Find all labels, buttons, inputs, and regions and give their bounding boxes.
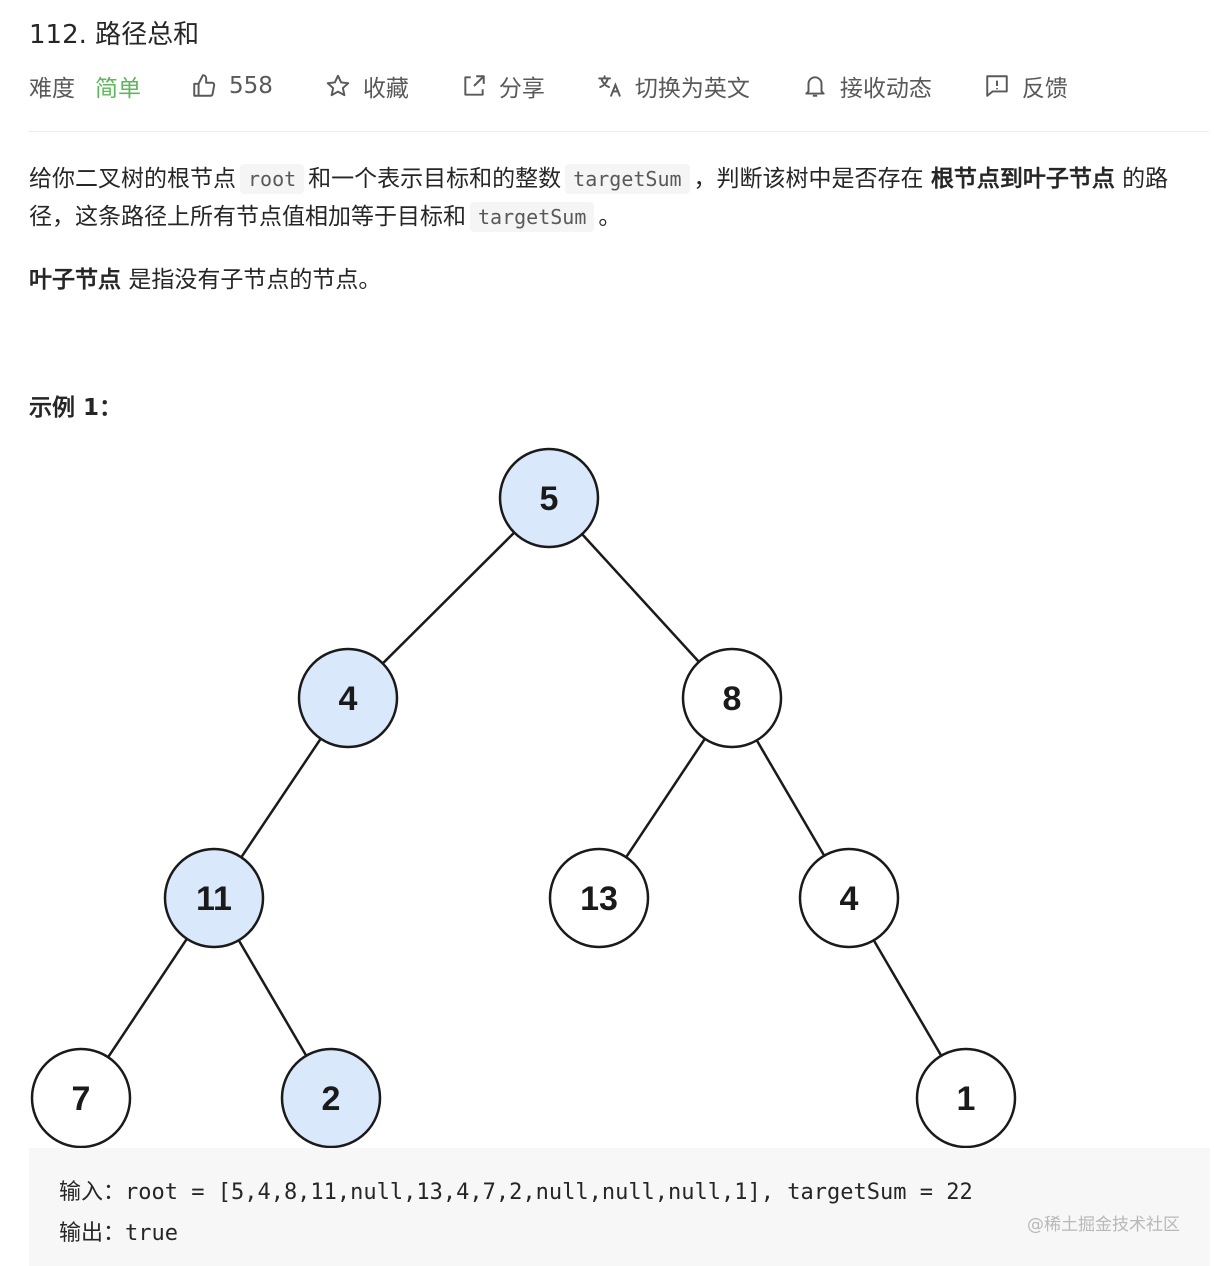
like-button[interactable]: 558	[191, 73, 273, 99]
description-text: 和一个表示目标和的整数	[308, 166, 562, 192]
share-button[interactable]: 分享	[461, 69, 545, 103]
example-code-block: 输入：root = [5,4,8,11,null,13,4,7,2,null,n…	[29, 1148, 1210, 1266]
tree-node: 8	[681, 647, 783, 749]
switch-language-button[interactable]: 切换为英文	[597, 69, 750, 103]
tree-node-value: 8	[723, 680, 742, 718]
tree-edge	[581, 533, 700, 663]
binary-tree-diagram: 5 4 8 11 13 4 7 2 1	[30, 447, 1017, 1149]
tree-edge	[625, 738, 706, 858]
description-text: 的路径，这条路径上所有节点值相加等于目标和	[29, 166, 1169, 230]
tree-node-circle	[280, 1047, 382, 1149]
tree-node: 7	[30, 1047, 132, 1149]
tree-edge	[755, 739, 826, 857]
description-bold-text: 叶子节点	[29, 267, 121, 293]
tree-node: 13	[548, 847, 650, 949]
tree-node: 11	[163, 847, 265, 949]
star-icon	[325, 73, 351, 99]
description-text: ，判断该树中是否存在	[693, 166, 924, 192]
tree-edge	[237, 939, 308, 1057]
header-divider	[29, 131, 1209, 132]
tree-node-circle	[163, 847, 265, 949]
notify-label: 接收动态	[839, 76, 932, 102]
tree-node: 4	[297, 647, 399, 749]
notify-button[interactable]: 接收动态	[802, 69, 932, 103]
problem-title: 112. 路径总和	[29, 20, 200, 50]
switch-language-label: 切换为英文	[634, 76, 750, 102]
tree-node-circle	[548, 847, 650, 949]
tree-node-circle	[297, 647, 399, 749]
description-text: 是指没有子节点的节点。	[128, 267, 382, 293]
problem-meta-bar: 难度 简单 558 收藏 分享 切换为英文	[29, 66, 1068, 106]
example-title: 示例 1：	[29, 395, 123, 421]
tree-edge	[240, 738, 322, 858]
tree-node: 1	[915, 1047, 1017, 1149]
feedback-label: 反馈	[1021, 76, 1068, 102]
inline-code-targetsum: targetSum	[565, 164, 690, 194]
inline-code-targetsum: targetSum	[470, 202, 595, 232]
translate-icon	[597, 73, 623, 99]
tree-node-circle	[498, 447, 600, 549]
feedback-icon	[984, 73, 1010, 99]
example-input-line: 输入：root = [5,4,8,11,null,13,4,7,2,null,n…	[59, 1180, 973, 1205]
tree-node-value: 4	[840, 880, 859, 918]
description-text: 。	[598, 204, 622, 230]
tree-node-circle	[681, 647, 783, 749]
tree-edge	[381, 531, 516, 665]
tree-node-value: 11	[196, 880, 232, 918]
tree-node-value: 7	[72, 1080, 91, 1118]
share-icon	[461, 73, 487, 99]
tree-node-value: 4	[339, 680, 358, 718]
like-count: 558	[229, 73, 273, 99]
tree-node-value: 2	[322, 1080, 341, 1118]
tree-node-value: 1	[957, 1080, 976, 1118]
bell-icon	[802, 73, 828, 99]
tree-node-circle	[30, 1047, 132, 1149]
tree-node-circle	[798, 847, 900, 949]
tree-node-value: 13	[580, 880, 618, 918]
tree-edge	[872, 939, 943, 1057]
thumbs-up-icon	[191, 73, 217, 99]
description-paragraph-2: 叶子节点 是指没有子节点的节点。	[29, 261, 1199, 299]
tree-node-circle	[915, 1047, 1017, 1149]
tree-edge	[107, 938, 188, 1058]
difficulty-label: 难度	[29, 76, 75, 102]
description-bold-text: 根节点到叶子节点	[930, 166, 1115, 192]
example-output-line: 输出：true	[59, 1221, 178, 1246]
tree-node: 2	[280, 1047, 382, 1149]
collect-button[interactable]: 收藏	[325, 69, 409, 103]
tree-node: 4	[798, 847, 900, 949]
tree-node-value: 5	[540, 480, 559, 518]
inline-code-root: root	[240, 164, 305, 194]
collect-label: 收藏	[362, 76, 409, 102]
share-label: 分享	[498, 76, 545, 102]
tree-node: 5	[498, 447, 600, 549]
description-text: 给你二叉树的根节点	[29, 166, 236, 192]
difficulty-badge: 简单	[95, 76, 141, 102]
watermark-text: @稀土掘金技术社区	[1027, 1215, 1180, 1235]
feedback-button[interactable]: 反馈	[984, 69, 1068, 103]
